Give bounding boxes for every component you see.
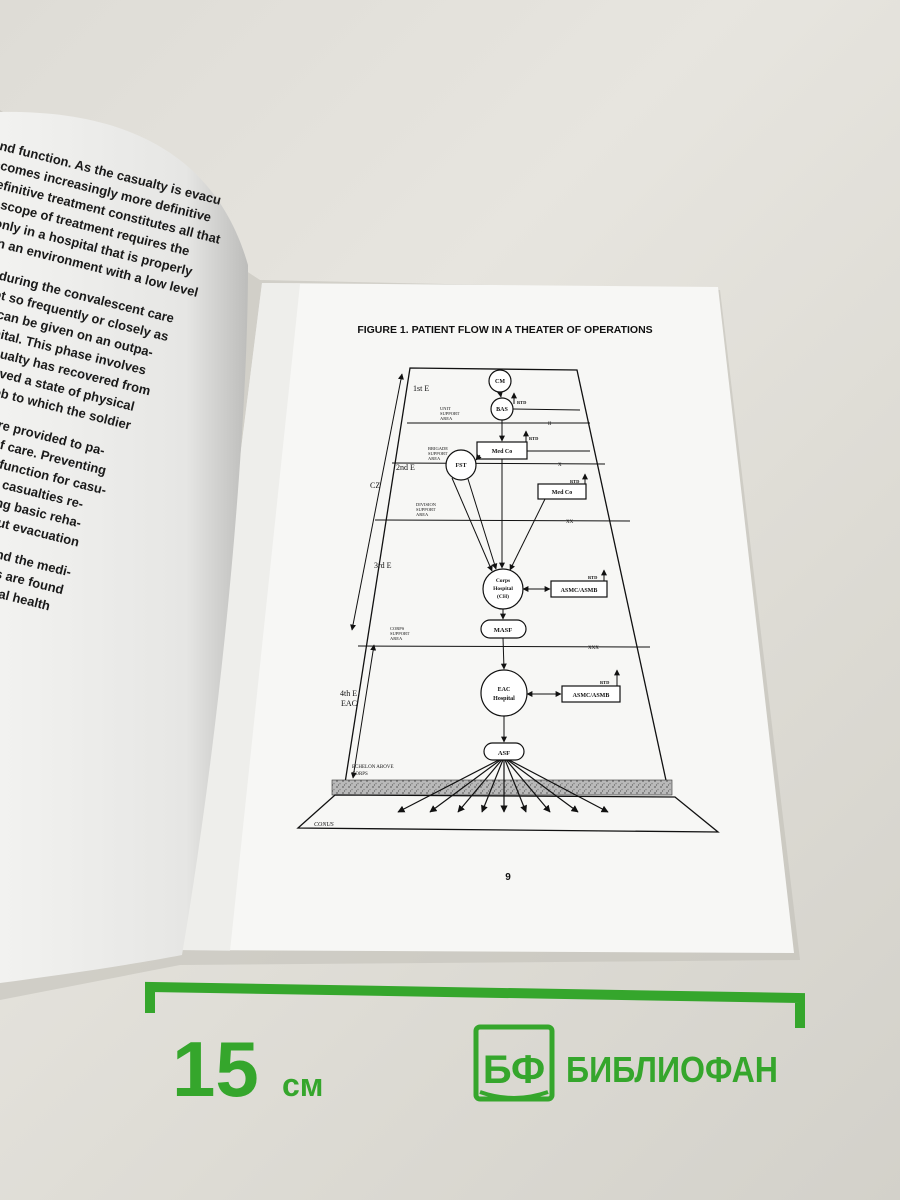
node-cm: CM: [488, 369, 512, 393]
echelon-4: 4th E: [340, 689, 357, 698]
zone-cz: CZ: [370, 481, 380, 490]
area-corps-2: SUPPORT: [390, 631, 410, 636]
zone-eac-label-1: ECHELON ABOVE: [352, 765, 394, 770]
svg-text:MASF: MASF: [494, 627, 512, 634]
area-unit-3: AREA: [440, 416, 453, 421]
area-unit-1: UNIT: [440, 406, 451, 411]
svg-text:(CH): (CH): [497, 593, 509, 600]
ruler-bracket: [145, 981, 805, 1028]
node-asmc-2: ASMC/ASMB: [561, 685, 621, 703]
evacuation-arrow: [505, 759, 551, 813]
rtd-label-5: RTD: [600, 680, 610, 685]
area-division-2: SUPPORT: [416, 507, 436, 512]
area-brigade-1: BRIGADE: [428, 446, 448, 451]
svg-text:Med Co: Med Co: [552, 490, 573, 496]
patient-flow-figure: FIGURE 1. PATIENT FLOW IN A THEATER OF O…: [296, 324, 720, 883]
boundary-ii: II: [548, 422, 552, 427]
logo-mark: БФ: [483, 1048, 545, 1092]
echelon-2: 2nd E: [396, 463, 415, 472]
echelon-eac: EAC: [341, 699, 357, 708]
svg-text:Hospital: Hospital: [493, 696, 515, 702]
node-asmc-1: ASMC/ASMB: [550, 580, 608, 598]
area-corps-1: CORPS: [390, 626, 405, 631]
node-med-co-2: Med Co: [537, 483, 587, 500]
ruler-number: 15: [172, 1025, 259, 1113]
node-corps-hospital: Corps Hospital (CH): [482, 568, 524, 610]
boundary-xxx: XXX: [588, 646, 599, 651]
rtd-label-1: RTD: [517, 400, 527, 405]
evacuation-arrow: [397, 759, 499, 813]
right-page: [178, 283, 794, 953]
rtd-label-3: RTD: [570, 479, 580, 484]
evacuation-arrow: [429, 759, 501, 813]
node-med-co-1: Med Co: [476, 441, 528, 460]
bibliofan-logo: БФ БИБЛИОФАН: [473, 1024, 778, 1102]
area-division-1: DIVISION: [416, 502, 437, 507]
echelon-1: 1st E: [413, 384, 429, 393]
area-brigade-2: SUPPORT: [428, 451, 448, 456]
svg-text:ASMC/ASMB: ASMC/ASMB: [573, 693, 610, 699]
node-asf: ASF: [483, 742, 525, 761]
boundary-x: X: [558, 463, 562, 468]
measure-ruler: 15 см: [145, 981, 805, 1113]
evacuation-arrow: [504, 759, 527, 813]
node-fst: FST: [445, 449, 477, 481]
ruler-unit: см: [282, 1067, 323, 1103]
node-bas: BAS: [490, 397, 514, 421]
node-masf: MASF: [480, 619, 527, 639]
area-division-3: AREA: [416, 512, 429, 517]
boundary-xx: XX: [566, 520, 574, 525]
evacuation-arrow: [457, 759, 503, 813]
area-unit-2: SUPPORT: [440, 411, 460, 416]
logo-name: БИБЛИОФАН: [566, 1049, 778, 1090]
evacuation-arrow: [508, 759, 609, 813]
evacuation-arrow: [507, 759, 579, 813]
svg-text:ASF: ASF: [498, 750, 510, 757]
svg-text:EAC: EAC: [498, 687, 511, 693]
page-number: 9: [505, 872, 511, 883]
node-eac-hospital: EAC Hospital: [480, 669, 528, 717]
svg-text:Hospital: Hospital: [493, 586, 513, 592]
svg-text:FST: FST: [455, 463, 466, 469]
evacuation-arrow: [481, 759, 504, 813]
area-brigade-3: AREA: [428, 456, 441, 461]
figure-title: FIGURE 1. PATIENT FLOW IN A THEATER OF O…: [357, 324, 652, 336]
area-corps-3: AREA: [390, 636, 403, 641]
rtd-label-2: RTD: [529, 436, 539, 441]
svg-text:ASMC/ASMB: ASMC/ASMB: [561, 588, 598, 594]
zone-conus: CONUS: [314, 822, 334, 828]
svg-text:Med Co: Med Co: [492, 449, 513, 455]
svg-text:Corps: Corps: [496, 578, 510, 584]
echelon-3: 3rd E: [374, 561, 392, 570]
left-page: b and function. As the casualty is evacu…: [0, 111, 248, 983]
zone-eac-label-2: CORPS: [352, 772, 368, 777]
rtd-label-4: RTD: [588, 575, 598, 580]
svg-text:CM: CM: [495, 379, 505, 385]
svg-text:BAS: BAS: [496, 407, 508, 413]
